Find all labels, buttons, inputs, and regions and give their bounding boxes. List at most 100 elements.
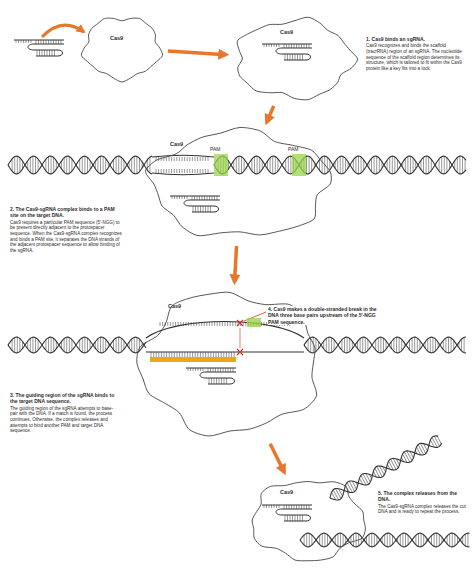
base xyxy=(209,196,210,200)
base-pair xyxy=(334,340,335,351)
base-pair xyxy=(331,338,332,353)
base xyxy=(161,169,162,173)
base-pair xyxy=(465,534,466,546)
base-pair xyxy=(35,338,36,353)
base-pair xyxy=(379,158,380,172)
base xyxy=(173,322,174,326)
protein-outline xyxy=(78,12,166,84)
base xyxy=(174,157,175,161)
base-pair xyxy=(322,533,323,546)
base-pair xyxy=(285,159,286,170)
sgrna xyxy=(262,44,312,60)
base xyxy=(232,322,233,326)
base-pair xyxy=(371,158,372,171)
base xyxy=(212,322,213,326)
base-pair xyxy=(360,339,361,352)
pam-site xyxy=(292,154,306,176)
base xyxy=(235,322,236,326)
base xyxy=(309,505,310,509)
base xyxy=(222,322,223,326)
base xyxy=(205,352,206,357)
base-pair xyxy=(100,337,101,353)
base xyxy=(191,322,192,326)
base xyxy=(223,368,224,372)
base xyxy=(205,206,206,212)
base-pair xyxy=(134,156,135,174)
base xyxy=(197,169,198,173)
base xyxy=(234,352,235,357)
step-arrow xyxy=(267,106,274,122)
pam-site xyxy=(214,154,228,176)
base-pair xyxy=(377,466,383,477)
base xyxy=(290,54,291,60)
cas9-protein: Cas9 xyxy=(228,14,360,104)
base-pair xyxy=(347,337,348,353)
base xyxy=(213,368,214,372)
base-pair xyxy=(335,489,340,499)
base xyxy=(162,322,163,326)
sgrna xyxy=(14,40,64,56)
base-pair xyxy=(390,459,396,470)
base xyxy=(171,157,172,161)
base-pair xyxy=(343,534,344,545)
base xyxy=(195,206,196,212)
base xyxy=(302,515,303,521)
base-pair xyxy=(257,156,258,174)
base xyxy=(296,505,297,509)
base-pair xyxy=(14,337,15,352)
base-pair xyxy=(380,337,381,353)
base-pair xyxy=(405,533,406,546)
base-pair xyxy=(272,156,273,174)
base xyxy=(302,54,303,60)
base-pair xyxy=(82,338,83,353)
base-pair xyxy=(12,159,13,171)
base xyxy=(188,322,189,326)
base-pair xyxy=(306,533,307,547)
base xyxy=(182,157,183,161)
base-pair xyxy=(353,160,354,170)
base xyxy=(194,196,195,200)
base-pair xyxy=(333,490,338,500)
base-pair xyxy=(363,160,364,170)
base-pair xyxy=(327,535,328,546)
dna-helix xyxy=(300,533,470,547)
base-pair xyxy=(103,156,104,173)
base-pair xyxy=(355,157,356,173)
protein-outline-path xyxy=(81,18,162,82)
base xyxy=(209,378,210,384)
protein-outline-path xyxy=(237,17,357,100)
base-pair xyxy=(405,159,406,172)
base xyxy=(187,352,188,357)
step-text: Cas9 recognizes and binds the scaffold (… xyxy=(366,43,468,72)
base xyxy=(230,368,231,372)
base xyxy=(183,322,184,326)
step-arrow xyxy=(168,51,226,55)
base xyxy=(297,54,298,60)
base-pair xyxy=(408,535,409,545)
dna-strand xyxy=(300,533,470,547)
base-pair xyxy=(322,157,323,173)
base xyxy=(193,322,194,326)
base-pair xyxy=(113,340,114,350)
base xyxy=(299,505,300,509)
base-pair xyxy=(48,338,49,353)
base xyxy=(207,196,208,200)
base-pair xyxy=(451,338,452,352)
base xyxy=(195,352,196,357)
open-dna xyxy=(146,322,304,358)
base xyxy=(217,196,218,200)
base xyxy=(56,40,57,44)
base xyxy=(295,515,296,521)
base xyxy=(225,368,226,372)
base-pair xyxy=(14,156,15,173)
base-pair xyxy=(436,533,437,547)
base xyxy=(200,352,201,357)
base-pair xyxy=(387,533,388,547)
base-pair xyxy=(45,340,46,351)
base xyxy=(209,322,210,326)
protein-outline-path xyxy=(252,482,365,561)
base-pair xyxy=(393,339,394,352)
base xyxy=(189,157,190,161)
dna-strand xyxy=(146,322,304,353)
base xyxy=(192,169,193,173)
